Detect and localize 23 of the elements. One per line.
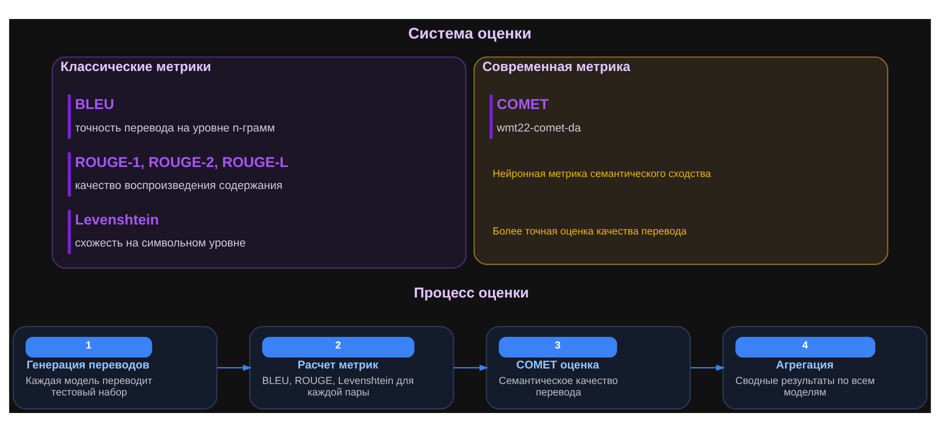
diagram-title: Система оценки — [408, 25, 532, 42]
label: Нейронная метрика семантического сходства — [492, 168, 712, 180]
node-label: точность перевода на уровне n-грамм — [74, 122, 275, 134]
node-label: BLEU — [74, 96, 114, 113]
label: Более точная оценка качества перевода — [492, 226, 687, 238]
node-box: 2 Расчет метрик BLEU, ROUGE, Levenshtein для каждой пары — [249, 325, 454, 409]
node-label: схожесть на символьном уровне — [74, 237, 246, 250]
node-box: 4 Агрегация Сводные результаты по всем моделям — [722, 325, 928, 409]
node-label: ROUGE-1, ROUGE-2, ROUGE-L — [74, 154, 288, 170]
arrow — [217, 364, 252, 370]
node-box: 3 COMET оценка Семантическое качество перевода — [486, 325, 691, 409]
arrow — [454, 364, 488, 370]
node-box — [68, 94, 71, 138]
arrow — [690, 364, 726, 370]
label: Процесс оценки — [414, 284, 529, 301]
node-box: 1 Генерация переводов Каждая модель переводит тестовый набор — [12, 325, 218, 409]
node-label: Levenshtein — [74, 212, 159, 228]
node-box — [490, 94, 493, 138]
node-box — [68, 209, 71, 254]
node-label: качество воспроизведения содержания — [74, 180, 283, 192]
node-label: wmt22-comet-da — [496, 122, 581, 134]
node-box — [68, 152, 71, 196]
node-label: COMET — [496, 96, 549, 113]
